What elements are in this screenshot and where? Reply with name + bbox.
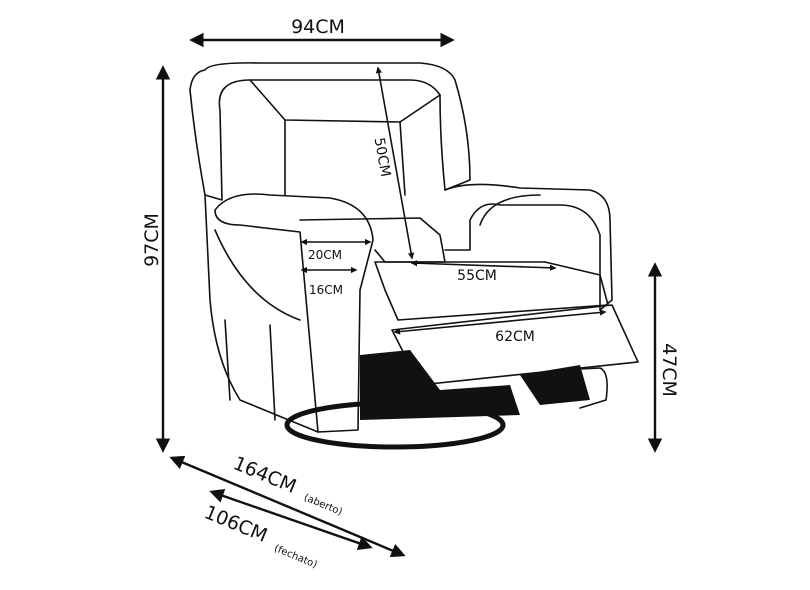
dimension-arrows	[155, 32, 663, 558]
footrest-width-label: 62CM	[495, 329, 535, 345]
left-side-panel	[204, 194, 319, 433]
left-armrest	[214, 193, 374, 433]
backrest-label: 50CM	[371, 136, 394, 178]
recliner-chair-drawing	[189, 62, 639, 450]
right-arm-seam	[479, 194, 541, 226]
depth-closed-note: (fechato)	[272, 543, 318, 571]
right-armrest	[444, 183, 613, 311]
recliner-mechanism	[360, 350, 520, 420]
left-side-seams	[214, 229, 301, 421]
footrest-lower	[559, 367, 608, 409]
backrest-seam	[249, 79, 441, 123]
backrest-frame	[189, 62, 471, 201]
seat-width-label: 55CM	[457, 268, 497, 284]
backrest-arrow	[375, 66, 415, 260]
depth-open-label: 164CM	[230, 452, 299, 498]
footrest-width-arrow	[393, 309, 607, 335]
seat-height-label: 47CM	[658, 343, 680, 397]
height-label: 97CM	[141, 213, 163, 267]
seat-width-arrow	[410, 259, 557, 272]
arm-inner-label: 16CM	[309, 283, 343, 297]
depth-closed-arrow	[209, 488, 373, 551]
width-label: 94CM	[291, 16, 345, 38]
footrest-mechanism	[520, 365, 590, 405]
arm-width-label: 20CM	[308, 248, 342, 262]
dimension-labels: 94CM 97CM 47CM 50CM 20CM 16CM 55CM 62CM …	[141, 16, 680, 571]
